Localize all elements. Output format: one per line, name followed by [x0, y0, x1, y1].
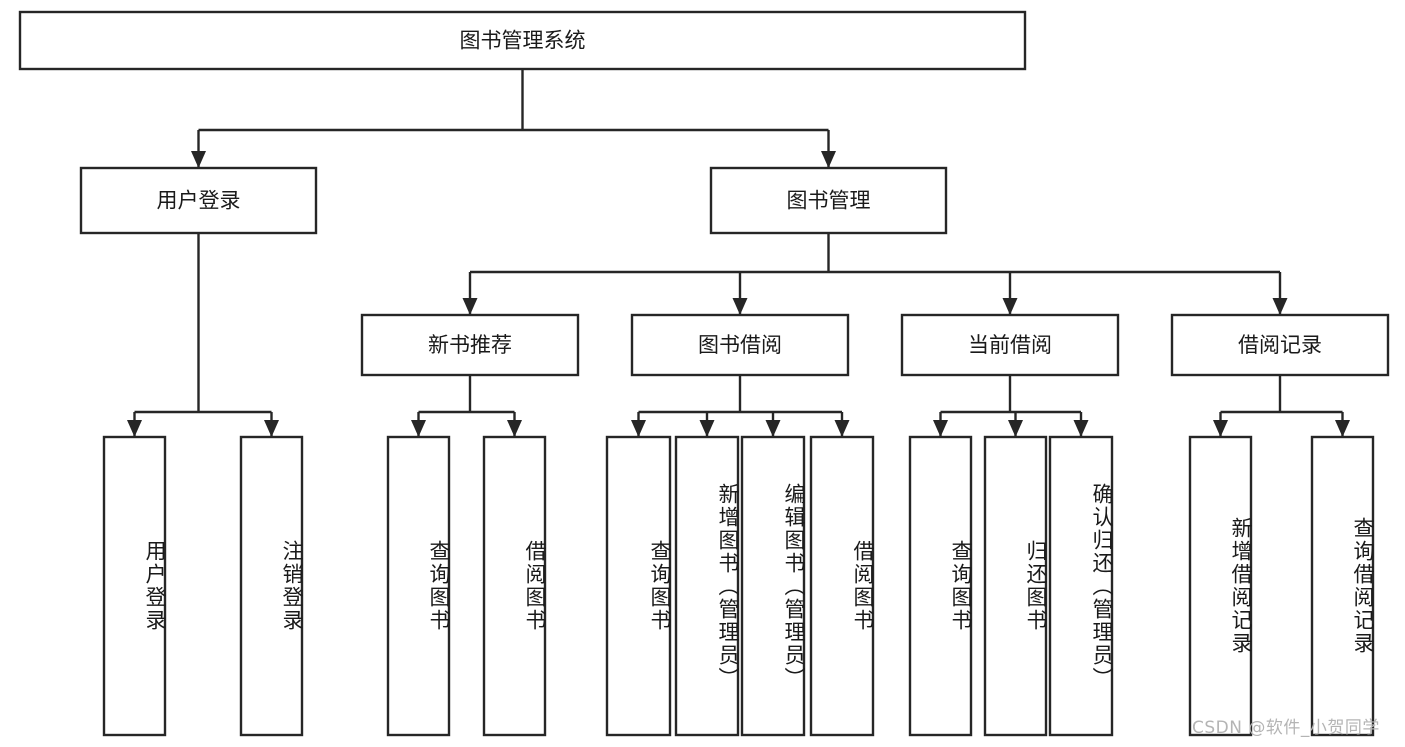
arrow-head — [264, 420, 279, 437]
arrow-head — [631, 420, 646, 437]
leaf-node-leaf-return-book[interactable] — [983, 435, 1048, 737]
leaf-node-leaf-add-record[interactable] — [1188, 435, 1253, 737]
arrow-head — [821, 151, 836, 168]
level3-node-book-borrow[interactable]: 图书借阅 — [630, 313, 850, 377]
leaf-node-leaf-user-login[interactable] — [102, 435, 167, 737]
arrow-head — [411, 420, 426, 437]
root-node[interactable]: 图书管理系统 — [18, 10, 1027, 71]
arrow-head — [127, 420, 142, 437]
arrow-head — [1335, 420, 1350, 437]
node-box[interactable] — [630, 313, 850, 377]
arrow-head — [933, 420, 948, 437]
leaf-box[interactable] — [674, 435, 740, 737]
node-label: 图书管理系统 — [460, 29, 586, 53]
leaf-node-leaf-add-book[interactable] — [674, 435, 740, 737]
arrow-head — [732, 298, 748, 315]
arrow-head — [699, 420, 715, 437]
node-box[interactable] — [1170, 313, 1390, 377]
leaf-box[interactable] — [1310, 435, 1375, 737]
arrow-head — [1002, 298, 1018, 315]
leaf-box[interactable] — [1048, 435, 1114, 737]
leaf-node-leaf-query-book-borrow[interactable] — [605, 435, 672, 737]
csdn-watermark: CSDN @软件_小贺同学 — [1192, 718, 1380, 738]
arrow-head — [507, 420, 522, 437]
level2-node-book-manage[interactable]: 图书管理 — [709, 166, 948, 235]
node-label: 新书推荐 — [428, 333, 512, 357]
node-box[interactable] — [79, 166, 318, 235]
leaf-node-leaf-borrow-book[interactable] — [809, 435, 875, 737]
node-label: 图书管理 — [787, 189, 871, 213]
level2-node-user-login[interactable]: 用户登录 — [79, 166, 318, 235]
level3-node-new-book-rec[interactable]: 新书推荐 — [360, 313, 580, 377]
node-box[interactable] — [360, 313, 580, 377]
leaf-box[interactable] — [482, 435, 547, 737]
leaf-node-leaf-query-record[interactable] — [1310, 435, 1375, 737]
connector-lines — [127, 69, 1350, 437]
leaf-box[interactable] — [239, 435, 304, 737]
node-label: 用户登录 — [157, 189, 241, 213]
node-box[interactable] — [709, 166, 948, 235]
leaf-box[interactable] — [740, 435, 806, 737]
arrow-head — [1008, 420, 1023, 437]
node-label: 借阅记录 — [1238, 333, 1322, 357]
leaf-node-leaf-borrow-book-rec[interactable] — [482, 435, 547, 737]
leaf-node-leaf-confirm-return[interactable] — [1048, 435, 1114, 737]
level3-node-borrow-record[interactable]: 借阅记录 — [1170, 313, 1390, 377]
arrow-head — [462, 298, 478, 315]
leaf-box[interactable] — [983, 435, 1048, 737]
arrow-head — [1272, 298, 1288, 315]
leaf-node-leaf-edit-book[interactable] — [740, 435, 806, 737]
leaf-node-leaf-query-book-cur[interactable] — [908, 435, 973, 737]
node-label: 图书借阅 — [698, 333, 782, 357]
leaf-box[interactable] — [102, 435, 167, 737]
node-box[interactable] — [18, 10, 1027, 71]
leaf-box[interactable] — [809, 435, 875, 737]
node-box[interactable] — [900, 313, 1120, 377]
leaf-box[interactable] — [605, 435, 672, 737]
leaf-node-leaf-query-book-rec[interactable] — [386, 435, 451, 737]
arrow-head — [1073, 420, 1089, 437]
leaf-node-leaf-logout[interactable] — [239, 435, 304, 737]
leaf-box[interactable] — [1188, 435, 1253, 737]
leaf-box[interactable] — [386, 435, 451, 737]
arrow-head — [765, 420, 781, 437]
node-label: 当前借阅 — [968, 333, 1052, 357]
arrow-head — [1213, 420, 1228, 437]
arrow-head — [834, 420, 850, 437]
arrow-head — [191, 151, 206, 168]
leaf-box[interactable] — [908, 435, 973, 737]
level3-node-current-borrow[interactable]: 当前借阅 — [900, 313, 1120, 377]
